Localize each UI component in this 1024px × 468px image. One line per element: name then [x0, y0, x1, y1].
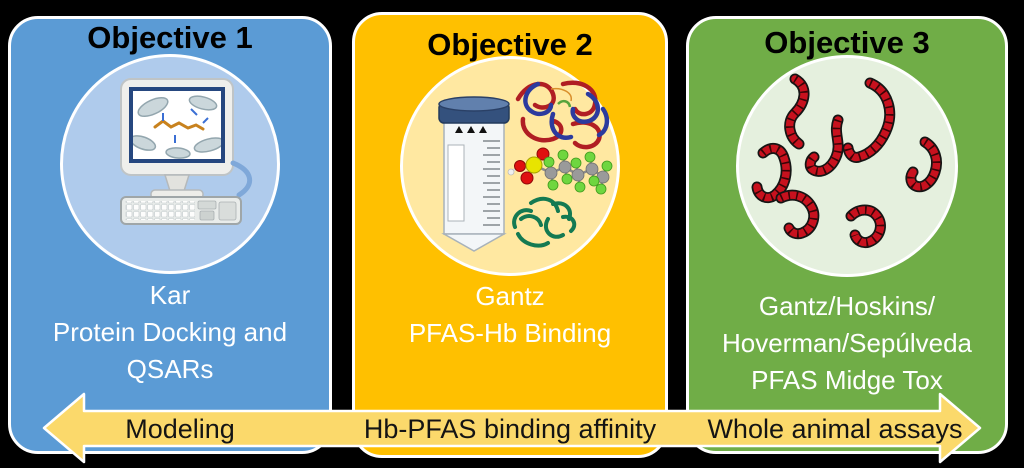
panel-2-line-2: PFAS-Hb Binding	[408, 318, 612, 348]
panel-objective-2: Objective 2	[352, 12, 668, 458]
hydrogen-atom	[507, 168, 515, 176]
panel-1-line-3: QSARs	[126, 354, 214, 384]
panel-2-caption: Gantz PFAS-Hb Binding	[355, 278, 665, 352]
arrow-label-modeling: Modeling	[125, 414, 235, 444]
oxygen-atom	[514, 160, 526, 172]
falcon-tube-icon	[438, 96, 510, 252]
panel-objective-3: Objective 3	[686, 16, 1008, 454]
midge-larva-icon	[751, 142, 792, 204]
panel-3-line-3: PFAS Midge Tox	[751, 365, 943, 395]
panel-3-caption: Gantz/Hoskins/ Hoverman/Sepúlveda PFAS M…	[689, 288, 1005, 399]
arrow-label-whole-animal-assays: Whole animal assays	[707, 414, 962, 444]
panel-3-title: Objective 3	[764, 25, 930, 60]
panel-2-line-1: Gantz	[475, 281, 545, 311]
midge-larvae-icon	[751, 73, 943, 249]
fluorine-atoms	[543, 149, 613, 195]
tube-label	[447, 144, 465, 222]
panel-2-illustration-circle	[400, 56, 620, 276]
residue-sticks-blue	[162, 108, 209, 143]
midge-larva-icon	[775, 189, 820, 240]
hemoglobin-structure-icon	[515, 80, 610, 150]
midge-larva-icon	[804, 114, 844, 177]
panel-objective-1: Objective 1	[8, 16, 332, 454]
tube-graduations	[483, 140, 500, 226]
carbon-atoms	[544, 160, 610, 184]
midge-larva-icon	[842, 77, 896, 163]
protein-docking-screenshot	[133, 95, 221, 159]
double-headed-arrow	[42, 392, 982, 464]
panel-1-title: Objective 1	[87, 20, 253, 55]
panel-1-caption: Kar Protein Docking and QSARs	[11, 277, 329, 388]
cable	[230, 160, 252, 198]
arrow-label-binding-affinity: Hb-PFAS binding affinity	[364, 414, 657, 444]
panel-1-line-1: Kar	[149, 280, 191, 310]
midge-larva-icon	[905, 136, 943, 193]
protein-ribbon-icon	[512, 196, 577, 248]
panel-1-illustration-circle	[60, 54, 280, 274]
panel-3-illustration-circle	[736, 55, 958, 277]
sulfur-atom	[525, 156, 543, 174]
panel-1-line-2: Protein Docking and	[52, 317, 288, 347]
tube-fill-marks	[455, 126, 487, 133]
panel-3-line-2: Hoverman/Sepúlveda	[721, 328, 973, 358]
pfas-molecule-icon	[507, 147, 613, 195]
numpad	[218, 201, 237, 221]
keyboard-keys	[125, 201, 195, 220]
panel-3-line-1: Gantz/Hoskins/	[758, 291, 936, 321]
computer-protein-docking-icon	[120, 78, 252, 225]
midge-larva-icon	[784, 73, 810, 150]
midge-larva-icon	[845, 204, 886, 249]
falcon-tube-hemoglobin-pfas-icon	[438, 80, 613, 252]
